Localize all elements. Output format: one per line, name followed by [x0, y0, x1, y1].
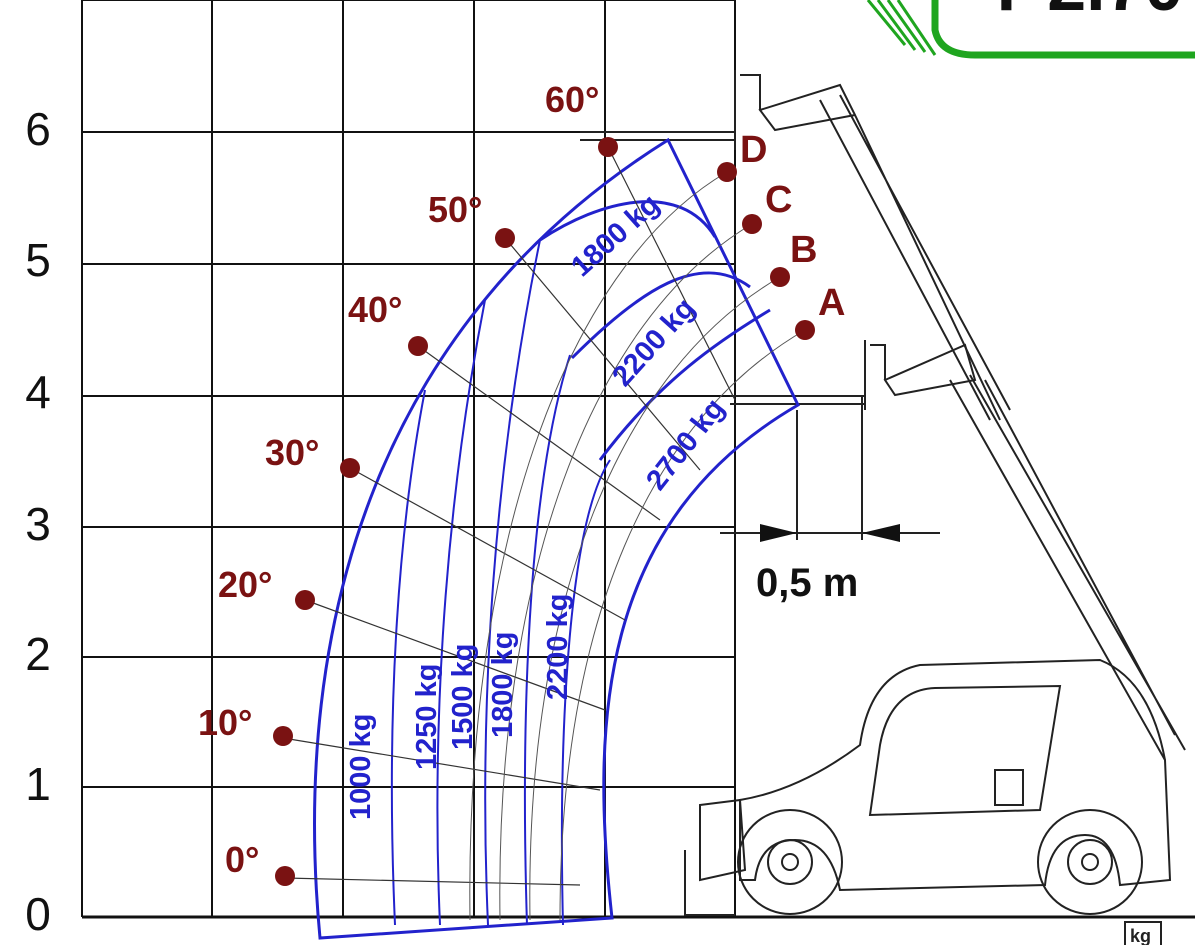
boom-arc	[529, 276, 781, 921]
upper-boom-outline	[580, 70, 1011, 421]
angle-dot	[273, 726, 293, 746]
zone-arc-1	[570, 271, 751, 360]
boom-dot	[770, 267, 790, 287]
y-tick-label: 4	[25, 366, 51, 418]
logo-stripe	[886, 0, 927, 53]
angle-dot	[495, 228, 515, 248]
brand-logo: T 2.70	[866, 0, 1195, 59]
angle-label: 0°	[225, 839, 259, 880]
wheel-hub	[1067, 839, 1113, 885]
y-tick-label: 0	[25, 888, 51, 940]
capacity-label-diagonal: 2700 kg	[640, 393, 731, 497]
dimension-guides	[720, 396, 940, 540]
capacity-boundary	[390, 389, 426, 926]
wheel	[1037, 809, 1143, 915]
kg-badge	[1124, 921, 1162, 945]
boom-dot	[742, 214, 762, 234]
wheel-axle	[1081, 853, 1099, 871]
angle-ray	[282, 737, 601, 791]
cab-body	[739, 658, 1172, 892]
y-tick-label: 2	[25, 628, 51, 680]
angle-label: 10°	[198, 702, 252, 743]
angle-dot	[340, 458, 360, 478]
capacity-label-diagonal: 2200 kg	[606, 292, 701, 392]
boom-label: C	[765, 179, 792, 221]
wheel	[737, 809, 843, 915]
logo-stripe	[876, 0, 917, 51]
angle-label: 50°	[428, 189, 482, 230]
boom-arc	[469, 171, 728, 921]
zone-arc-3	[539, 200, 717, 242]
angle-label: 40°	[348, 289, 402, 330]
angle-ray	[284, 877, 581, 886]
logo-border	[931, 0, 1195, 59]
angle-ray	[504, 237, 701, 471]
brand-text: T 2.70	[985, 0, 1183, 25]
boom-arc	[559, 329, 806, 921]
angle-label: 30°	[265, 432, 319, 473]
angle-dot	[275, 866, 295, 886]
wheel-axle	[781, 853, 799, 871]
capacity-boundary	[436, 299, 486, 926]
telehandler-drawing: kg	[580, 70, 1186, 945]
boom-label: D	[740, 129, 767, 171]
ground-fork	[684, 798, 747, 916]
angle-markers: 0° 10° 20° 30° 40° 50° 60°	[198, 79, 618, 886]
cab-window	[868, 684, 1062, 817]
load-envelope	[282, 137, 806, 940]
y-tick-label: 1	[25, 758, 51, 810]
angle-ray	[607, 146, 736, 401]
capacity-label-vertical: 2200 kg	[542, 594, 574, 700]
angle-ray	[304, 599, 606, 711]
capacity-label-vertical: 1500 kg	[447, 644, 479, 750]
boom-label: B	[790, 229, 817, 271]
y-tick-label: 6	[25, 103, 51, 155]
y-tick-label: 5	[25, 234, 51, 286]
cab-handle	[994, 769, 1024, 806]
logo-stripe	[866, 0, 907, 46]
dimension-label: 0,5 m	[756, 561, 858, 605]
logo-stripe	[896, 0, 937, 56]
wheel-hub	[767, 839, 813, 885]
envelope-outline	[313, 137, 800, 940]
capacity-label-vertical: 1000 kg	[345, 714, 377, 820]
boom-label: A	[818, 282, 845, 324]
dimension-annotation: 0,5 m	[756, 524, 900, 605]
angle-label: 60°	[545, 79, 599, 120]
capacity-boundary	[484, 239, 541, 926]
capacity-boundary	[523, 354, 571, 926]
capacity-label-vertical: 1250 kg	[411, 664, 443, 770]
y-tick-label: 3	[25, 498, 51, 550]
y-axis-ticks: 0 1 2 3 4 5 6	[25, 103, 51, 940]
boom-arc	[499, 223, 753, 921]
chart-grid	[81, 0, 1195, 919]
angle-ray	[349, 467, 626, 621]
dimension-arrow-right	[862, 524, 900, 542]
dimension-arrow-left	[760, 524, 797, 542]
angle-dot	[598, 137, 618, 157]
angle-dot	[295, 590, 315, 610]
kg-badge-text: kg	[1130, 926, 1151, 945]
boom-dot	[717, 162, 737, 182]
angle-dot	[408, 336, 428, 356]
capacity-label-vertical: 1800 kg	[487, 632, 519, 738]
zone-arc-2	[598, 308, 771, 461]
boom-dot	[795, 320, 815, 340]
angle-label: 20°	[218, 564, 272, 605]
